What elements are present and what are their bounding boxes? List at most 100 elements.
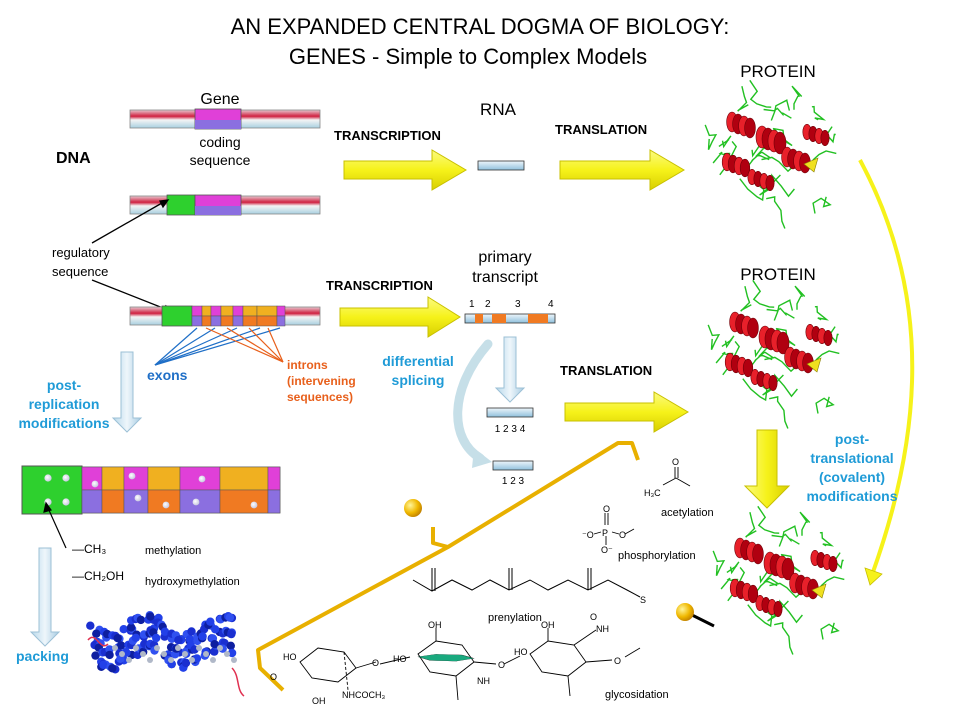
chromatin-bead [116,641,126,650]
chromatin-bead [181,658,191,668]
prenyl-structure [412,568,641,598]
primary-transcript-label-1: primary [478,249,531,266]
spliced-mrna-variant-1 [486,407,534,418]
coil-segment [757,505,780,534]
exon-number-4: 4 [548,299,554,310]
sheet-segment [806,357,822,373]
phosphate-o-left-text: ⁻O [582,530,594,540]
histone-bead [112,645,118,651]
dna-strand-simple [129,108,321,130]
gene-label: Gene [200,91,239,108]
hydroxymethyl-group-formula: —CH₂OH [72,569,124,583]
histone-bead [140,651,146,657]
exon-number-1: 1 [469,299,475,310]
chromatin-bead [187,627,196,636]
modification-bracket [256,441,640,692]
packing-label: packing [16,648,69,664]
coil-segment [819,531,835,547]
helix-segment [747,584,759,604]
modification-ball [404,499,422,517]
chromatin-bead [113,634,122,643]
coil-segment [712,550,726,576]
helix-segment [773,131,787,155]
coil-segment [766,196,786,229]
differential-splicing-label-1: differential [382,353,454,369]
helix-segment [739,158,751,178]
chromatin-bead [136,615,146,625]
glycan-nh-2-text: NH [596,624,609,634]
protein-structure-1 [704,79,837,229]
glycosidation-label: glycosidation [605,689,669,701]
chromatin-bead [174,635,183,645]
variant-1-numbers: 1 2 3 4 [495,424,526,435]
chromatin-bead [146,612,155,621]
transcription-label-2: TRANSCRIPTION [326,278,433,293]
acetyl-structure [662,467,691,487]
prenylation-label: prenylation [488,612,542,624]
dna-strand-split-gene [129,305,321,327]
hydroxymethylation-label: hydroxymethylation [145,576,240,588]
chromatin-bead [206,617,215,626]
coil-segment [773,299,794,321]
histone-bead [126,657,132,663]
coil-segment [770,99,791,121]
histone-bead [175,645,181,651]
dna-label: DNA [56,150,91,167]
protein-structure-3 [712,505,845,655]
dna-tail [87,636,109,647]
coil-segment [820,622,840,640]
histone-bead [154,645,160,651]
glycan-o-3-text: O [498,660,505,670]
prenyl-s-text: S [640,595,646,605]
glycan-ho-3-text: HO [514,647,528,657]
histone-bead [217,645,223,651]
differential-splicing-arrowhead [472,448,492,468]
phosphate-o-bottom-text: O⁻ [601,545,613,555]
coil-segment [749,79,772,108]
primary-transcript-strand [464,313,556,324]
glycan-o-2-text: O [372,658,379,668]
exons-label: exons [147,367,188,383]
coil-segment [815,396,835,414]
chromatin-bead [126,623,136,632]
phosphate-structure [593,513,635,545]
chromatin-bead [226,641,235,650]
chromatin-bead [131,633,140,642]
coil-segment [771,173,795,198]
histone-bead [119,651,125,657]
translation-arrow-2 [564,391,689,433]
coil-segment [751,351,775,366]
chromatin-bead [225,613,235,622]
rna-label: RNA [480,100,517,119]
helix-segment [765,175,775,192]
introns-label-1: introns [287,358,328,372]
exon-number-3: 3 [515,299,521,310]
coil-segment [721,335,735,349]
splicing-arrow-down [494,336,526,403]
packing-arrow [29,547,61,647]
post-translational-arrow [743,429,791,509]
post-replication-arrow [111,351,143,433]
coil-segment [791,85,803,110]
chromatin-bead [211,625,220,634]
variant-2-numbers: 1 2 3 [502,476,525,487]
coil-segment [756,577,780,592]
helix-segment [744,117,756,139]
histone-bead [133,645,139,651]
glycan-o-1-text: O [270,672,277,682]
chromatin-bead [227,629,236,639]
coil-segment [726,561,740,575]
coil-segment [778,525,799,547]
chromatin-bead [86,621,95,630]
histone-bead [210,657,216,663]
coil-segment [774,622,794,655]
phosphorylation-label: phosphorylation [618,550,696,562]
histone-bead [168,657,174,663]
chromatin-bead [152,633,161,643]
helix-segment [747,317,759,339]
coil-segment [707,324,721,350]
chromatin-bead [99,660,108,669]
exon-pointer-lines [154,327,281,366]
dna-tail [231,667,245,697]
protein-structure-2 [707,279,840,429]
